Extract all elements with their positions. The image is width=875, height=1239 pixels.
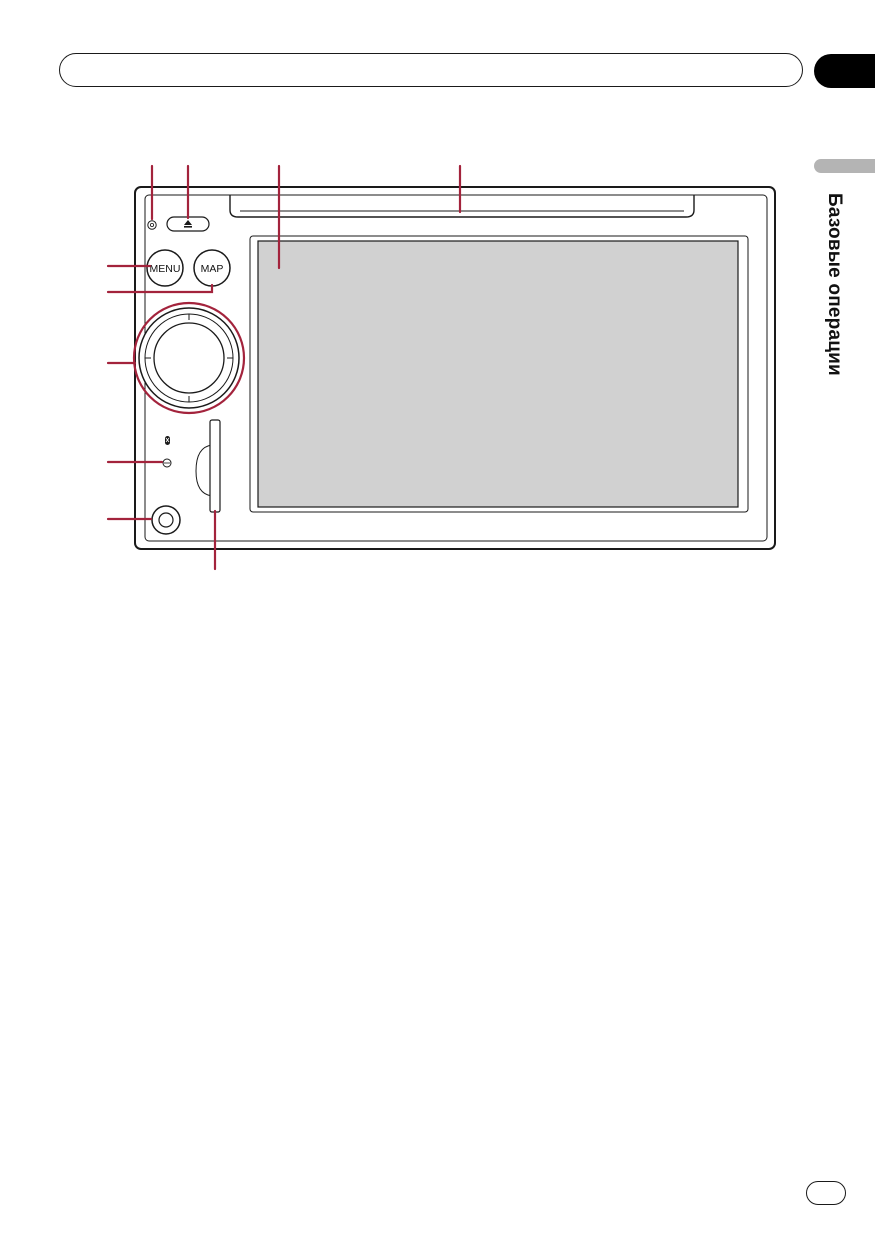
section-marker-tab bbox=[814, 159, 875, 173]
power-icon[interactable] bbox=[147, 220, 157, 230]
map-button[interactable]: MAP bbox=[193, 249, 231, 287]
map-button-label: MAP bbox=[201, 263, 224, 275]
eject-button[interactable] bbox=[166, 216, 210, 232]
touch-screen[interactable] bbox=[257, 240, 739, 508]
chapter-header-bar bbox=[59, 53, 803, 87]
callout-dial-ring bbox=[132, 301, 246, 415]
chapter-number-tab bbox=[814, 54, 875, 88]
device-front-panel-illustration: MENU MAP bbox=[106, 164, 776, 571]
page-number-box bbox=[806, 1181, 846, 1205]
microphone-icon bbox=[162, 458, 172, 468]
eject-icon bbox=[184, 220, 192, 228]
menu-button-label: MENU bbox=[150, 263, 181, 275]
disc-slot bbox=[229, 195, 695, 218]
menu-button[interactable]: MENU bbox=[146, 249, 184, 287]
multi-control-dial[interactable] bbox=[138, 307, 240, 409]
bluetooth-icon bbox=[165, 436, 170, 445]
section-title: Базовые операции bbox=[824, 193, 845, 376]
callout-lines bbox=[106, 164, 462, 571]
headphone-jack-icon[interactable] bbox=[151, 505, 181, 535]
callout-map bbox=[106, 283, 214, 294]
